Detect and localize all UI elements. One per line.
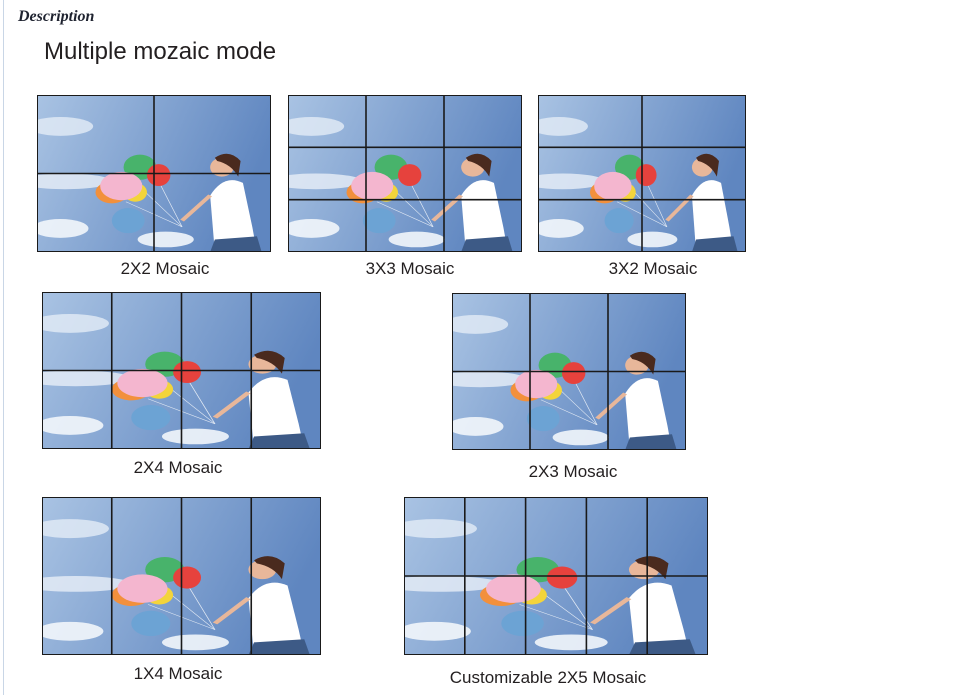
mosaic-image-2x3 xyxy=(452,293,686,450)
page-border xyxy=(3,0,4,695)
girl xyxy=(691,180,734,252)
mosaic-label: 2X4 Mosaic xyxy=(133,458,223,477)
girl xyxy=(248,582,305,655)
cloud xyxy=(538,116,588,136)
cloud xyxy=(42,519,109,539)
girl xyxy=(248,377,305,449)
cloud xyxy=(288,116,345,136)
mosaic-image-3x2 xyxy=(538,95,746,252)
balloon xyxy=(604,208,634,234)
mosaic-image-1x4 xyxy=(42,497,321,655)
balloon xyxy=(501,610,544,637)
mosaic-label: Customizable 2X5 Mosaic xyxy=(449,668,647,687)
mosaic-label: 3X3 Mosaic xyxy=(365,259,455,278)
girl xyxy=(461,180,508,252)
mosaic-picture xyxy=(42,497,321,655)
mosaic-image-3x3 xyxy=(288,95,522,252)
mosaic-image-2x2 xyxy=(37,95,271,252)
mosaic-picture xyxy=(452,293,686,450)
balloon xyxy=(362,208,396,234)
mosaic-picture xyxy=(538,95,746,252)
balloon xyxy=(526,406,560,432)
girl xyxy=(210,180,257,252)
girl xyxy=(628,582,690,655)
mosaic-label: 3X2 Mosaic xyxy=(608,259,698,278)
cloud xyxy=(404,519,477,539)
cloud xyxy=(452,314,509,334)
mosaic-image-2x5 xyxy=(404,497,708,655)
page-title: Multiple mozaic mode xyxy=(44,38,277,65)
mosaic-picture xyxy=(42,292,321,449)
girl xyxy=(625,378,672,450)
mosaic-label: 1X4 Mosaic xyxy=(133,664,223,683)
balloon xyxy=(111,208,145,234)
mosaic-picture xyxy=(288,95,522,252)
mosaic-image-2x4 xyxy=(42,292,321,449)
section-heading: Description xyxy=(18,8,95,25)
mosaic-picture xyxy=(37,95,271,252)
mosaic-label: 2X3 Mosaic xyxy=(528,462,618,481)
mosaic-label: 2X2 Mosaic xyxy=(120,259,210,278)
balloon xyxy=(131,610,171,637)
cloud xyxy=(37,116,94,136)
mosaic-picture xyxy=(404,497,708,655)
balloon xyxy=(131,405,171,431)
cloud xyxy=(42,313,109,333)
